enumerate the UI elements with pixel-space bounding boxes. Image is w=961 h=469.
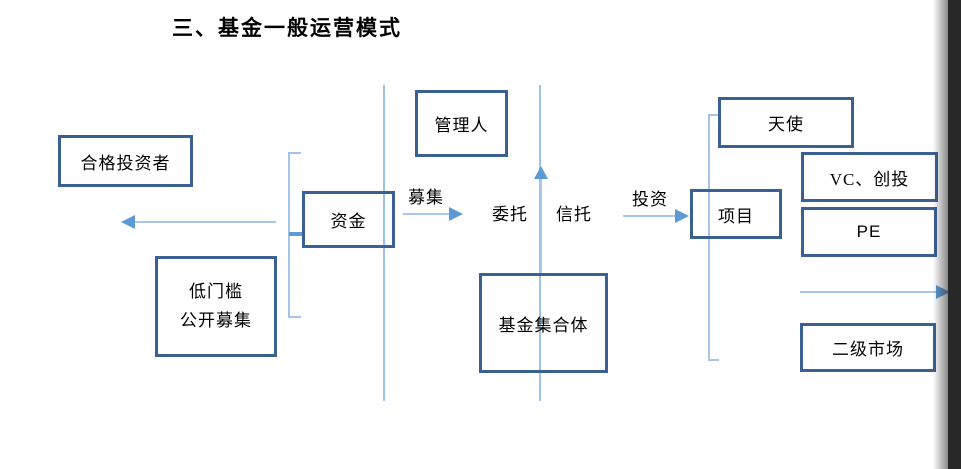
- box-low-threshold: 低门槛 公开募集: [155, 256, 277, 357]
- box-label: 天使: [768, 115, 804, 134]
- arrow-line: [403, 213, 451, 215]
- window-edge-band: [948, 0, 961, 469]
- box-vc: VC、创投: [801, 152, 938, 202]
- divider-line-right: [539, 85, 541, 401]
- box-label: 基金集合体: [498, 315, 589, 335]
- right-bracket-top-tick: [708, 114, 719, 116]
- box-label: 资金: [330, 212, 367, 231]
- page-title: 三、基金一般运营模式: [172, 16, 402, 40]
- arrow-right-icon: [449, 207, 463, 221]
- window-edge-gradient: [933, 0, 948, 469]
- box-label: VC、创投: [829, 169, 910, 189]
- box-label: 合格投资者: [80, 153, 171, 173]
- box-secondary-market: 二级市场: [800, 323, 936, 372]
- arrow-line: [800, 291, 938, 293]
- box-project: 项目: [690, 189, 782, 239]
- box-manager: 管理人: [415, 90, 508, 157]
- flow-label-raise: 募集: [408, 188, 444, 207]
- box-label: 二级市场: [832, 340, 904, 359]
- box-label: PE: [856, 222, 882, 241]
- box-label: 项目: [718, 206, 754, 226]
- left-bracket-connector: [289, 232, 303, 236]
- flow-label-trust: 信托: [556, 205, 592, 224]
- flow-label-entrust: 委托: [492, 205, 528, 224]
- arrow-line: [540, 178, 542, 273]
- box-pe: PE: [801, 207, 937, 257]
- left-bracket-bottom-tick: [288, 316, 301, 318]
- box-qualified-investors: 合格投资者: [58, 135, 193, 187]
- right-bracket-bottom-tick: [708, 359, 719, 361]
- arrow-left-icon: [121, 215, 135, 229]
- divider-line-left: [383, 85, 385, 401]
- box-label-line1: 低门槛: [189, 282, 243, 302]
- box-angel: 天使: [718, 97, 854, 148]
- arrow-up-icon: [534, 166, 548, 179]
- box-label-line2: 公开募集: [180, 310, 252, 330]
- arrow-right-icon: [675, 209, 689, 223]
- box-funds: 资金: [302, 191, 395, 248]
- box-label: 管理人: [434, 116, 489, 135]
- arrow-line: [134, 221, 276, 223]
- arrow-line: [623, 215, 677, 217]
- flow-label-invest: 投资: [632, 190, 668, 209]
- left-bracket-top-tick: [288, 152, 301, 154]
- box-fund-collective: 基金集合体: [479, 273, 608, 373]
